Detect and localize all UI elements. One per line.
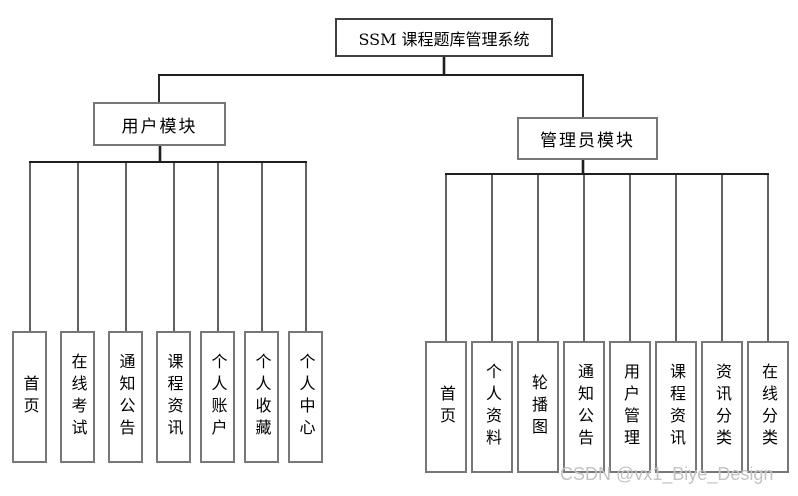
node-user-notice: 通知公告 bbox=[108, 331, 143, 463]
node-admin-profile: 个人资料 bbox=[471, 341, 513, 473]
node-label: 首页 bbox=[437, 385, 456, 429]
node-label: SSM 课程题库管理系统 bbox=[358, 29, 530, 49]
node-label: 个人收藏 bbox=[252, 353, 272, 441]
node-user-course-info: 课程资讯 bbox=[156, 331, 191, 463]
node-label: 通知公告 bbox=[116, 353, 136, 441]
node-label: 在线考试 bbox=[68, 353, 88, 441]
node-user-center: 个人中心 bbox=[288, 331, 323, 463]
node-label: 在线分类 bbox=[759, 363, 778, 451]
node-label: 课程资讯 bbox=[667, 363, 686, 451]
node-admin-online-category: 在线分类 bbox=[747, 341, 789, 473]
node-label: 课程资讯 bbox=[164, 353, 184, 441]
node-admin-carousel: 轮播图 bbox=[517, 341, 559, 473]
node-admin-module: 管理员模块 bbox=[517, 117, 658, 160]
node-root-system: SSM 课程题库管理系统 bbox=[335, 18, 553, 57]
csdn-watermark: CSDN @vx1_Biye_Design bbox=[560, 464, 774, 484]
node-label: 资讯分类 bbox=[713, 363, 732, 451]
node-user-home: 首页 bbox=[12, 331, 47, 463]
node-admin-notice: 通知公告 bbox=[563, 341, 605, 473]
node-admin-info-category: 资讯分类 bbox=[701, 341, 743, 473]
node-label: 个人账户 bbox=[208, 353, 228, 441]
node-user-account: 个人账户 bbox=[200, 331, 235, 463]
node-label: 首页 bbox=[20, 375, 40, 419]
node-label: 轮播图 bbox=[529, 374, 548, 440]
node-label: 用户管理 bbox=[621, 363, 640, 451]
node-admin-home: 首页 bbox=[425, 341, 467, 473]
node-user-online-exam: 在线考试 bbox=[60, 331, 95, 463]
node-user-favorites: 个人收藏 bbox=[244, 331, 279, 463]
node-label: 个人资料 bbox=[483, 363, 502, 451]
node-admin-course-info: 课程资讯 bbox=[655, 341, 697, 473]
node-user-module: 用户模块 bbox=[93, 102, 226, 146]
node-label: 个人中心 bbox=[296, 353, 316, 441]
node-label: 通知公告 bbox=[575, 363, 594, 451]
node-label: 管理员模块 bbox=[540, 131, 635, 151]
node-label: 用户模块 bbox=[121, 116, 198, 137]
node-admin-user-management: 用户管理 bbox=[609, 341, 651, 473]
